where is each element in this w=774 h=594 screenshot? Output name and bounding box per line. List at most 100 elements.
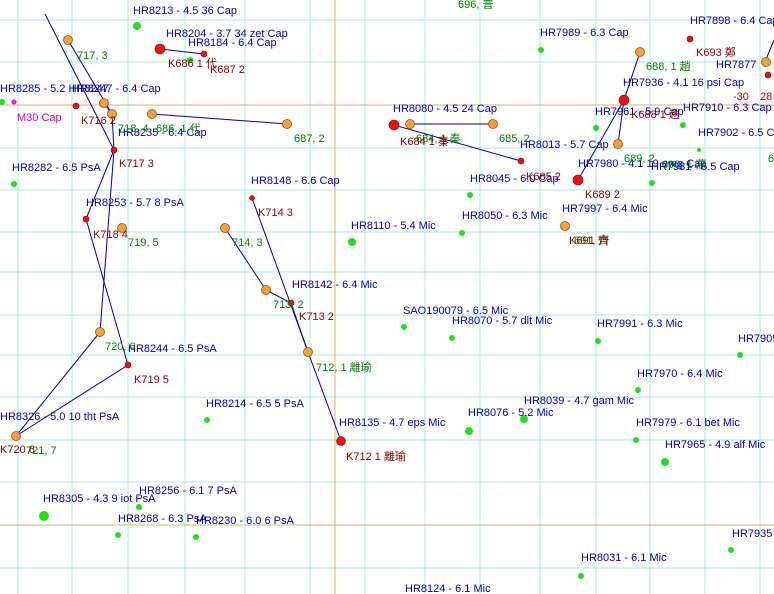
- chinese-star-marker[interactable]: [282, 119, 292, 129]
- star-marker[interactable]: [578, 573, 584, 579]
- star-label: HR7989 - 6.3 Cap: [540, 27, 629, 39]
- k-label: K714 3: [258, 207, 293, 219]
- star-label: HR7991 - 6.3 Mic: [597, 318, 683, 330]
- star-marker[interactable]: [633, 437, 639, 443]
- star-marker[interactable]: [737, 352, 743, 358]
- star-label: HR7979 - 6.1 bet Mic: [636, 417, 740, 429]
- star-marker[interactable]: [204, 417, 210, 423]
- star-marker[interactable]: [82, 215, 90, 223]
- chinese-asterism-label: 719, 5: [128, 237, 159, 249]
- star-marker[interactable]: [517, 157, 525, 165]
- star-marker[interactable]: [187, 57, 193, 63]
- chinese-asterism-label: 686, 1 代: [156, 122, 201, 135]
- chinese-star-marker[interactable]: [99, 98, 109, 108]
- chinese-star-marker[interactable]: [488, 119, 498, 129]
- star-marker[interactable]: [39, 511, 49, 521]
- star-marker[interactable]: [287, 299, 295, 307]
- star-label: HR8184 - 6.4 Cap: [188, 37, 277, 49]
- star-label: HR8070 - 5.7 dlt Mic: [452, 315, 553, 327]
- k-label: K684 1 秦: [400, 134, 449, 148]
- star-marker[interactable]: [115, 532, 121, 538]
- star-marker[interactable]: [401, 324, 407, 330]
- chinese-asterism-label: 684, 1 秦: [416, 131, 461, 145]
- chinese-star-marker[interactable]: [303, 347, 313, 357]
- chinese-asterism-label: 690, 1 燕: [662, 158, 707, 171]
- star-marker[interactable]: [595, 338, 601, 344]
- star-marker[interactable]: [649, 180, 655, 186]
- star-label: HR8268 - 6.3 PsA: [118, 513, 207, 525]
- star-marker[interactable]: [635, 387, 641, 393]
- chinese-star-marker[interactable]: [405, 119, 415, 129]
- star-marker[interactable]: [459, 230, 465, 236]
- star-marker[interactable]: [133, 22, 141, 30]
- star-marker[interactable]: [686, 35, 694, 43]
- k-label: K712 1 離瑜: [346, 449, 406, 463]
- chinese-star-marker[interactable]: [63, 35, 73, 45]
- chinese-star-marker[interactable]: [613, 139, 623, 149]
- star-marker[interactable]: [465, 427, 473, 435]
- star-label: HR7997 - 6.4 Mic: [562, 203, 648, 215]
- star-marker[interactable]: [72, 102, 80, 110]
- chinese-star-marker[interactable]: [261, 285, 271, 295]
- star-marker[interactable]: [124, 361, 132, 369]
- star-label: HR8039 - 4.7 gam Mic: [524, 395, 635, 407]
- asterism-line-zhao-2: [617, 99, 625, 145]
- k-label: K691 齊: [569, 233, 609, 247]
- star-marker[interactable]: [680, 122, 686, 128]
- star-label: SAO190079 - 6.5 Mic: [403, 305, 509, 317]
- star-label: HR7980 - 4.1 19 omg Cap: [578, 158, 706, 170]
- star-marker[interactable]: [0, 99, 5, 105]
- star-marker[interactable]: [538, 47, 544, 53]
- star-label: HR8142 - 6.4 Mic: [292, 279, 378, 291]
- star-marker[interactable]: [193, 534, 199, 540]
- star-marker[interactable]: [154, 43, 166, 55]
- chinese-star-marker[interactable]: [11, 431, 21, 441]
- asterism-line-tianlei: [15, 13, 115, 437]
- chinese-star-marker[interactable]: [147, 109, 157, 119]
- star-label: HR8213 - 4.5 36 Cap: [133, 5, 237, 17]
- star-marker[interactable]: [572, 174, 584, 186]
- chinese-star-marker[interactable]: [117, 223, 127, 233]
- star-marker[interactable]: [110, 146, 118, 154]
- star-marker[interactable]: [136, 504, 142, 510]
- star-marker[interactable]: [348, 238, 356, 246]
- green-stars[interactable]: [0, 22, 743, 579]
- chinese-star-marker[interactable]: [95, 327, 105, 337]
- k-label: K713 2: [299, 311, 334, 323]
- chinese-star-marker[interactable]: [220, 223, 230, 233]
- chinese-star-marker[interactable]: [761, 57, 771, 67]
- chinese-asterism-label: 720, 6: [105, 341, 136, 353]
- star-marker[interactable]: [449, 335, 455, 341]
- star-marker[interactable]: [593, 125, 599, 131]
- star-marker[interactable]: [661, 458, 669, 466]
- chinese-star-marker[interactable]: [107, 109, 117, 119]
- chinese-asterism-label: 718, 4: [118, 123, 149, 135]
- star-marker[interactable]: [697, 148, 701, 152]
- star-marker[interactable]: [764, 71, 772, 79]
- m30-marker[interactable]: [11, 99, 17, 105]
- k-label: K693 鄭: [696, 45, 736, 59]
- star-label: HR8204 - 3.7 34 zet Cap: [166, 28, 288, 40]
- star-label: HR8214 - 6.5 5 PsA: [206, 398, 304, 410]
- catalog-stars[interactable]: [72, 35, 772, 446]
- chinese-star-marker[interactable]: [635, 47, 645, 57]
- star-marker[interactable]: [467, 192, 473, 198]
- chinese-star-marker[interactable]: [560, 221, 570, 231]
- star-marker[interactable]: [520, 415, 528, 423]
- star-label: HR7910 - 6.3 Cap: [683, 102, 772, 114]
- star-marker[interactable]: [336, 436, 346, 446]
- star-label: HR7877: [716, 59, 756, 71]
- star-label: HR8256 - 6.1 7 PsA: [139, 485, 237, 497]
- chinese-asterism-stars[interactable]: [11, 35, 771, 441]
- star-label: HR8282 - 6.5 PsA: [12, 162, 101, 174]
- star-marker[interactable]: [249, 195, 255, 201]
- star-marker[interactable]: [200, 50, 208, 58]
- star-marker[interactable]: [11, 181, 17, 187]
- star-marker[interactable]: [388, 119, 400, 131]
- star-marker[interactable]: [618, 94, 630, 106]
- star-marker[interactable]: [728, 547, 734, 553]
